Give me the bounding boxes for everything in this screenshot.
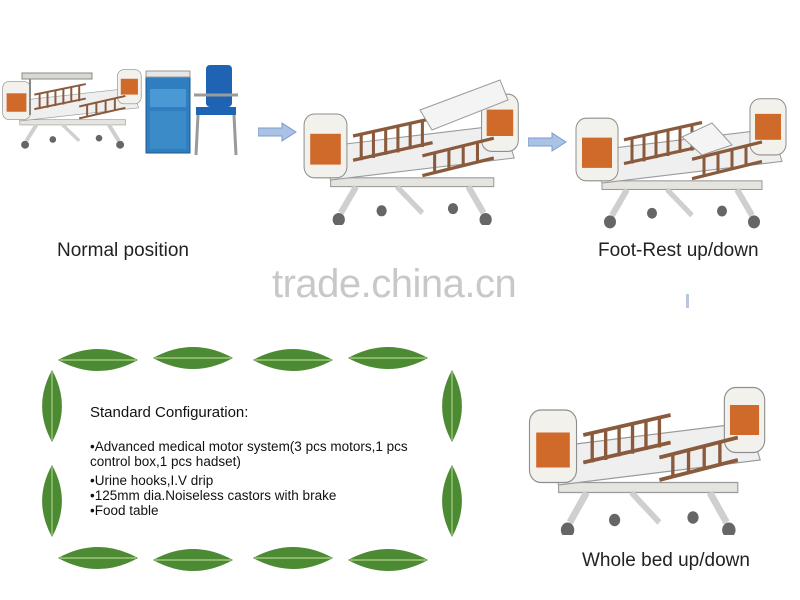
whole-bed-image: [525, 355, 775, 535]
foot-rest-caption: Foot-Rest up/down: [598, 240, 759, 261]
watermark: trade.china.cn: [272, 262, 517, 306]
hospital-bed-icon: [525, 355, 775, 535]
back-rest-image: [300, 70, 525, 225]
arrow-right-icon: [258, 122, 297, 142]
down-arrow-icon: [686, 294, 689, 308]
normal-position-image: [0, 55, 250, 190]
config-list: Advanced medical motor system(3 pcs moto…: [90, 439, 435, 518]
standard-configuration: Standard Configuration: Advanced medical…: [90, 404, 435, 518]
config-item: Food table: [90, 503, 435, 518]
config-item: 125mm dia.Noiseless castors with brake: [90, 488, 435, 503]
arrow-right-icon: [528, 132, 567, 152]
foot-rest-image: [572, 75, 797, 230]
config-item: Urine hooks,I.V drip: [90, 473, 435, 488]
config-item: Advanced medical motor system(3 pcs moto…: [90, 439, 435, 469]
hospital-bed-icon: [300, 79, 525, 225]
hospital-bed-icon: [572, 75, 797, 230]
whole-bed-caption: Whole bed up/down: [582, 550, 750, 571]
hospital-bed-icon: [0, 65, 238, 156]
config-title: Standard Configuration:: [90, 404, 249, 421]
accompany-chair-icon: [194, 65, 238, 156]
normal-position-caption: Normal position: [57, 240, 189, 261]
bedside-cabinet-icon: [145, 70, 191, 154]
